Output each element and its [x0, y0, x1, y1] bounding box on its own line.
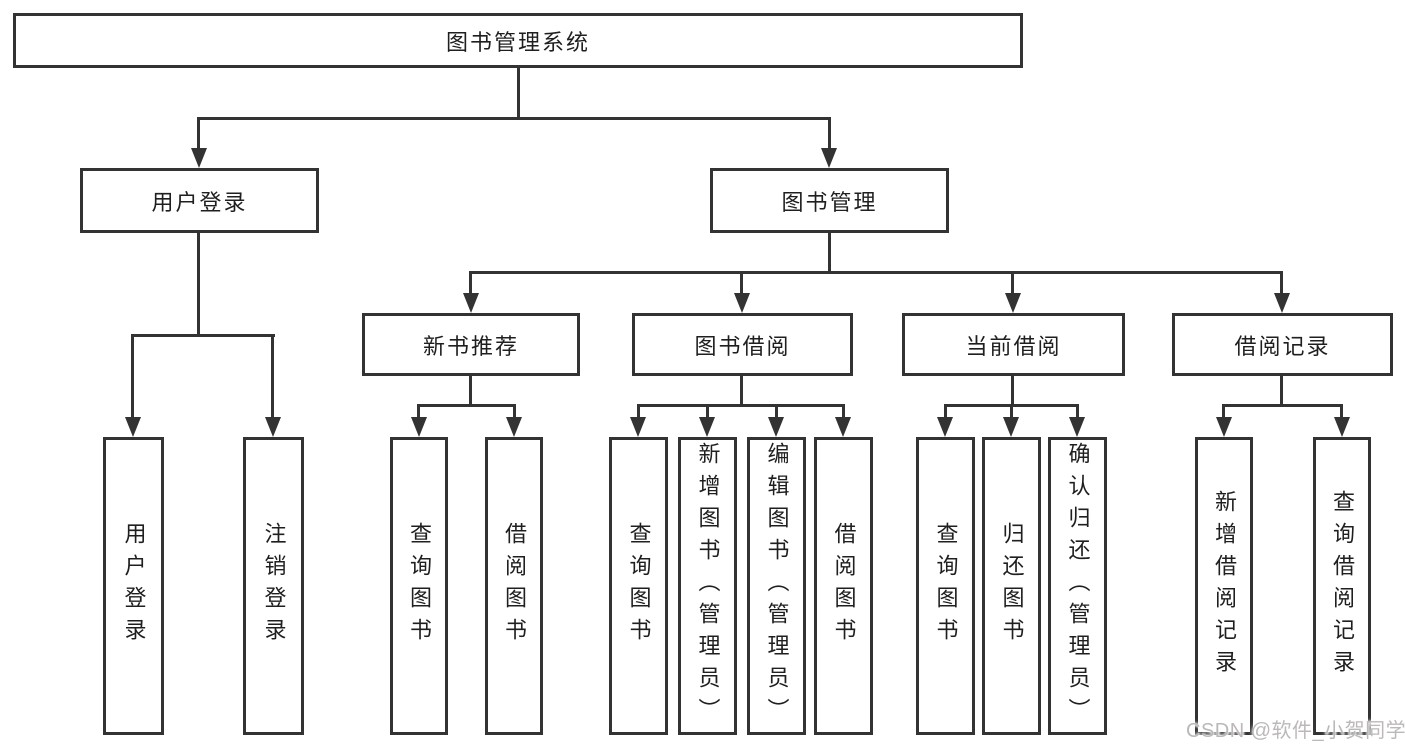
connector-line — [637, 404, 640, 420]
arrow-down-icon — [411, 417, 427, 437]
leaf-confirm-return-admin: 确认归还（管理员） — [1048, 437, 1107, 735]
connector-line — [1222, 404, 1225, 420]
arrow-down-icon — [937, 417, 953, 437]
connector-line — [1011, 376, 1014, 407]
connector-line — [517, 66, 520, 119]
connector-line — [271, 334, 274, 420]
node-book-borrowing: 图书借阅 — [632, 313, 853, 376]
connector-line — [1280, 271, 1283, 296]
connector-line — [513, 404, 516, 420]
connector-line — [131, 334, 275, 337]
connector-line — [1280, 376, 1283, 407]
leaf-edit-books-admin: 编辑图书（管理员） — [747, 437, 806, 735]
connector-line — [775, 404, 778, 420]
arrow-down-icon — [1003, 417, 1019, 437]
node-book-management: 图书管理 — [710, 168, 949, 233]
arrow-down-icon — [630, 417, 646, 437]
leaf-add-borrow-record: 新增借阅记录 — [1195, 437, 1253, 735]
connector-line — [740, 271, 743, 296]
connector-line — [1222, 404, 1343, 407]
node-current-borrowing: 当前借阅 — [902, 313, 1125, 376]
connector-line — [1011, 271, 1014, 296]
connector-line — [706, 404, 709, 420]
node-user-login: 用户登录 — [80, 168, 319, 233]
connector-line — [417, 404, 516, 407]
csdn-watermark: CSDN @软件_小贺同学 — [1186, 720, 1405, 742]
connector-line — [740, 376, 743, 407]
connector-line — [417, 404, 420, 420]
arrow-down-icon — [699, 417, 715, 437]
connector-line — [131, 334, 134, 420]
leaf-query-books-borrowing: 查询图书 — [609, 437, 668, 735]
connector-line — [1076, 404, 1079, 420]
node-borrowing-records: 借阅记录 — [1172, 313, 1393, 376]
connector-line — [197, 117, 200, 151]
arrow-down-icon — [265, 417, 281, 437]
arrow-down-icon — [768, 417, 784, 437]
arrow-down-icon — [1334, 417, 1350, 437]
leaf-borrow-books-recommend: 借阅图书 — [485, 437, 543, 735]
arrow-down-icon — [506, 417, 522, 437]
connector-line — [828, 117, 831, 151]
leaf-query-books-current: 查询图书 — [916, 437, 975, 735]
arrow-down-icon — [835, 417, 851, 437]
connector-line — [828, 233, 831, 274]
arrow-down-icon — [821, 148, 837, 168]
connector-line — [197, 117, 831, 120]
connector-line — [469, 271, 472, 296]
connector-line — [1340, 404, 1343, 420]
leaf-logout: 注销登录 — [243, 437, 304, 735]
connector-line — [1010, 404, 1013, 420]
leaf-add-books-admin: 新增图书（管理员） — [678, 437, 737, 735]
arrow-down-icon — [191, 148, 207, 168]
arrow-down-icon — [1069, 417, 1085, 437]
node-new-book-recommend: 新书推荐 — [362, 313, 580, 376]
connector-line — [469, 271, 1283, 274]
connector-line — [944, 404, 947, 420]
arrow-down-icon — [1274, 293, 1290, 313]
connector-line — [197, 233, 200, 337]
arrow-down-icon — [1216, 417, 1232, 437]
leaf-query-books-recommend: 查询图书 — [390, 437, 448, 735]
leaf-query-borrow-record: 查询借阅记录 — [1313, 437, 1371, 735]
leaf-user-login: 用户登录 — [103, 437, 164, 735]
connector-line — [842, 404, 845, 420]
arrow-down-icon — [463, 293, 479, 313]
arrow-down-icon — [734, 293, 750, 313]
arrow-down-icon — [125, 417, 141, 437]
connector-line — [469, 376, 472, 407]
arrow-down-icon — [1005, 293, 1021, 313]
leaf-borrow-books-borrowing: 借阅图书 — [814, 437, 873, 735]
node-library-management-system: 图书管理系统 — [13, 13, 1023, 68]
leaf-return-books: 归还图书 — [982, 437, 1041, 735]
connector-line — [637, 404, 845, 407]
